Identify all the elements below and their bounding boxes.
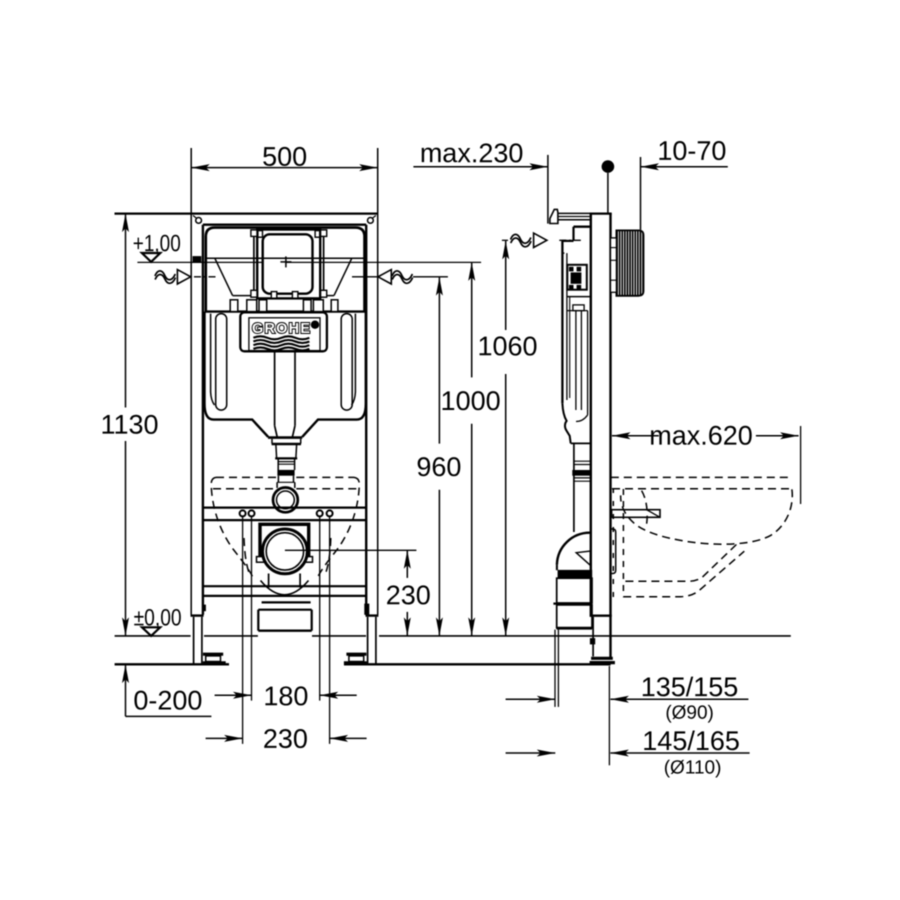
svg-text:145/165: 145/165 xyxy=(642,726,740,756)
svg-text:(Ø110): (Ø110) xyxy=(664,757,722,778)
svg-text:1060: 1060 xyxy=(477,331,537,361)
svg-text:0-200: 0-200 xyxy=(133,685,202,715)
svg-text:(Ø90): (Ø90) xyxy=(665,703,714,724)
svg-text:±0,00: ±0,00 xyxy=(134,604,182,630)
svg-text:max.230: max.230 xyxy=(420,138,524,168)
svg-text:1130: 1130 xyxy=(100,410,158,440)
svg-text:GROHE: GROHE xyxy=(252,321,310,337)
svg-text:230: 230 xyxy=(263,724,308,754)
svg-text:max.620: max.620 xyxy=(649,421,753,451)
svg-text:180: 180 xyxy=(263,681,308,711)
svg-text:500: 500 xyxy=(262,142,307,172)
svg-text:+1,00: +1,00 xyxy=(133,230,181,256)
svg-text:135/155: 135/155 xyxy=(641,672,739,702)
svg-text:1000: 1000 xyxy=(441,386,501,416)
svg-text:230: 230 xyxy=(386,580,431,610)
svg-text:10-70: 10-70 xyxy=(657,136,726,166)
svg-text:960: 960 xyxy=(416,452,461,482)
